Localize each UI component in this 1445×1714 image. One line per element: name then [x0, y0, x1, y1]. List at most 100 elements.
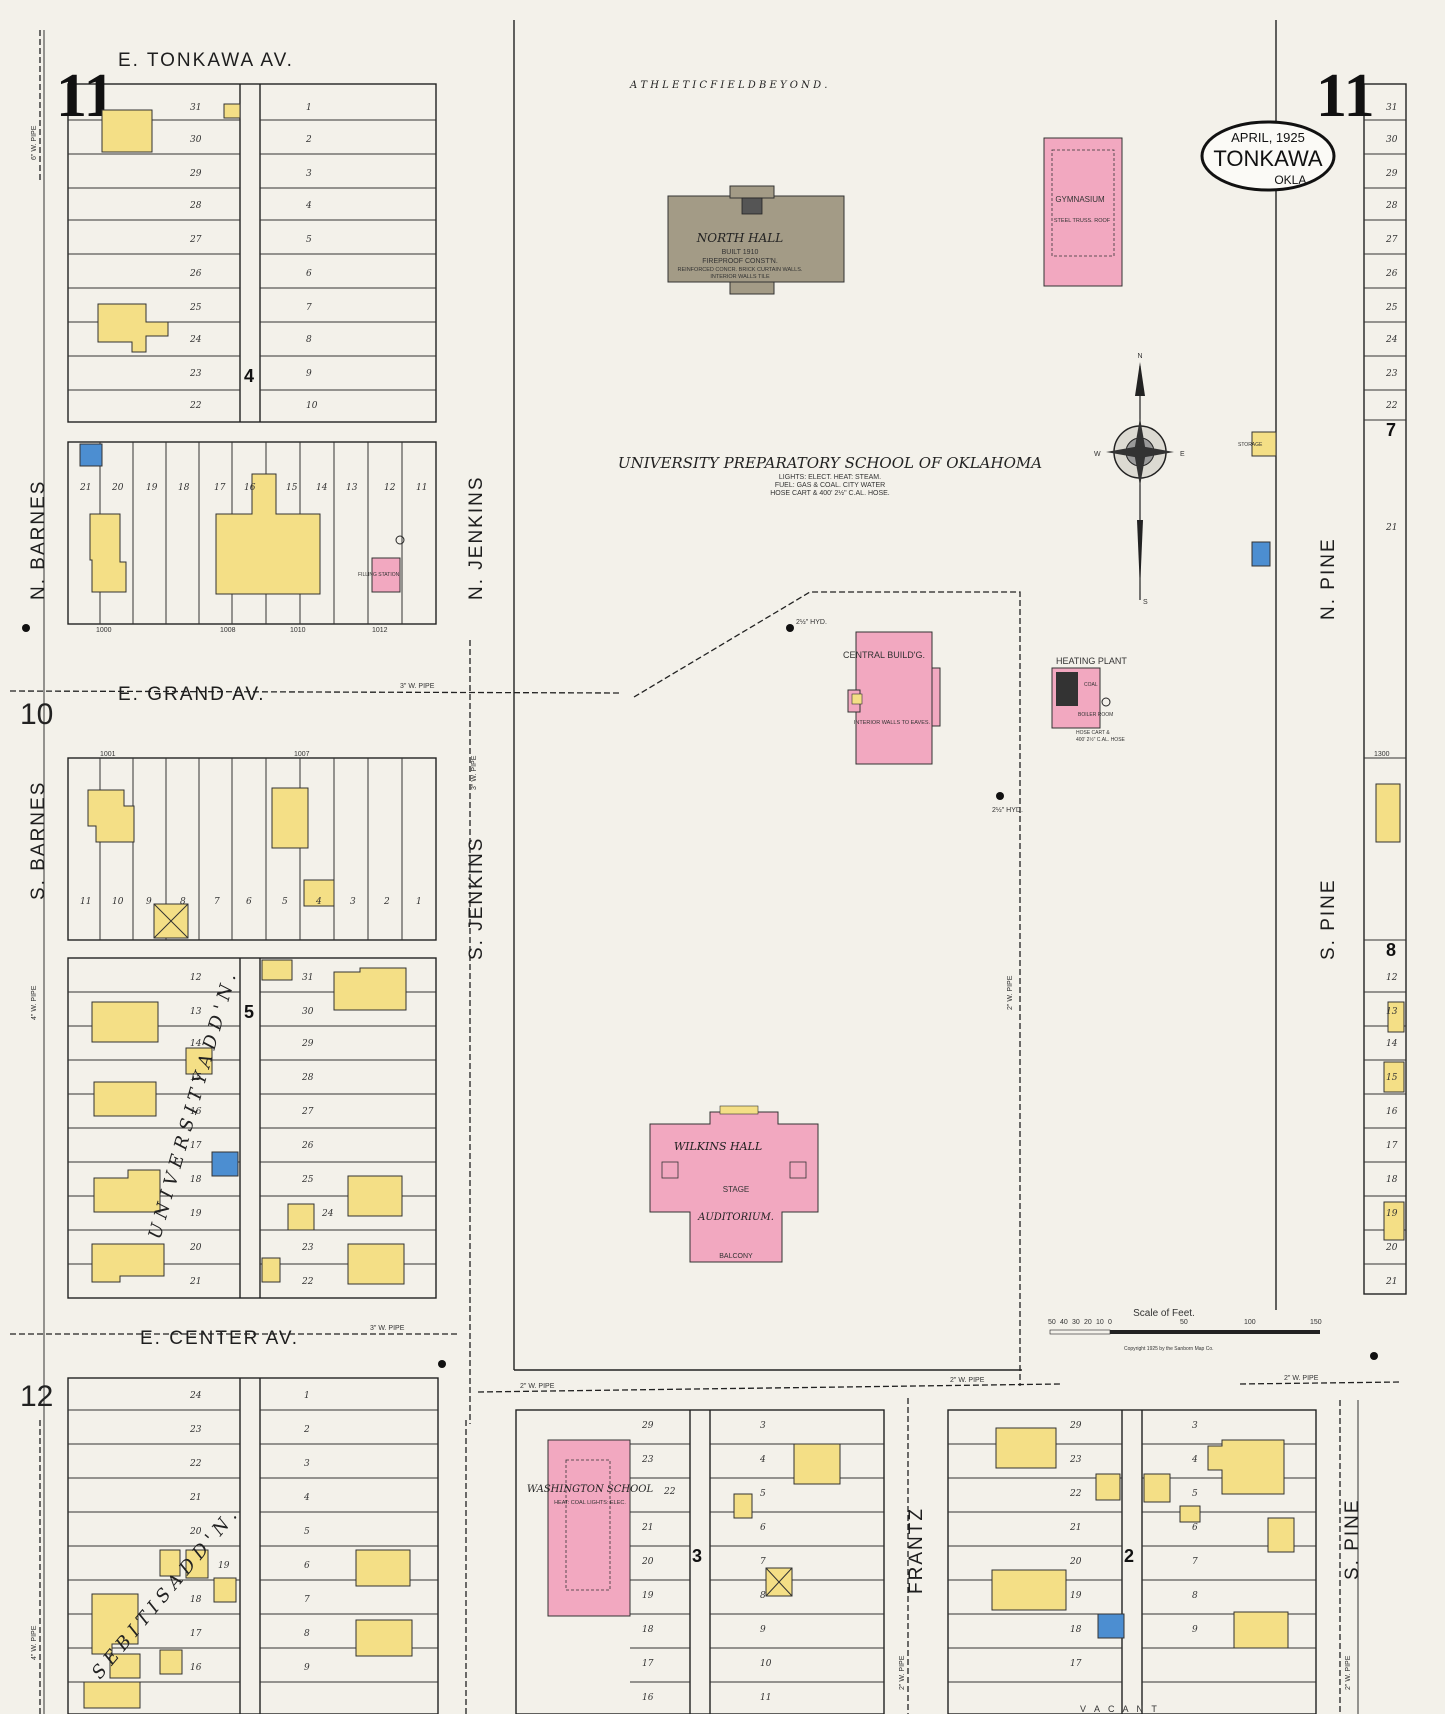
- pine-lot-4: 27: [1385, 235, 1398, 245]
- badge-date: APRIL, 1925: [1231, 130, 1305, 145]
- lot-f-6: 7: [304, 1595, 310, 1605]
- lot-g-0: 29: [641, 1421, 654, 1431]
- compass-w: W: [1094, 451, 1101, 458]
- pine-lot-8: 23: [1385, 369, 1398, 379]
- north-hall: NORTH HALL BUILT 1910 FIREPROOF CONST'N.…: [667, 185, 845, 295]
- street-center: E. CENTER AV.: [140, 1328, 299, 1349]
- hydrant-label-east: 2½" HYD.: [992, 806, 1023, 814]
- lot-row2-4: 7: [214, 897, 220, 907]
- lot-f-7: 8: [304, 1629, 310, 1639]
- scale-bar: Scale of Feet. 50 40 30 20 10 0 50 100 1…: [1048, 1308, 1322, 1352]
- lot-d-3: 28: [301, 1073, 314, 1083]
- compass-e: E: [1180, 451, 1185, 458]
- heating-coal: COAL: [1084, 682, 1098, 688]
- address-1007: 1007: [294, 751, 310, 758]
- lot-row-7: 14: [316, 483, 328, 493]
- lot-a-8: 23: [189, 369, 202, 379]
- lot-h-6: 9: [760, 1625, 766, 1635]
- pipe-label-pine-south: 2" W. PIPE: [1345, 1655, 1352, 1690]
- lot-f-1: 2: [303, 1425, 310, 1435]
- street-addresses: 1000 1008 1010 1012 1001 1007 1300: [96, 627, 1390, 758]
- lot-h-0: 3: [760, 1421, 766, 1431]
- lot-a-5: 26: [189, 269, 202, 279]
- pine-lot-9: 22: [1385, 401, 1398, 411]
- lot-d-1: 30: [302, 1007, 314, 1017]
- lot-c-5: 17: [190, 1141, 202, 1151]
- compass-n: N: [1137, 353, 1142, 360]
- school-notes2: FUEL: GAS & COAL. CITY WATER: [775, 482, 885, 489]
- lot-b-3: 4: [305, 201, 312, 211]
- scale-tick-3: 20: [1084, 1319, 1092, 1326]
- lot-e-5: 19: [218, 1561, 230, 1571]
- heating-note2: 400' 2½" C.AL. HOSE: [1076, 736, 1126, 743]
- lot-i-3: 21: [1069, 1523, 1081, 1533]
- pipe-label-barnes-bot: 4" W. PIPE: [31, 1625, 38, 1660]
- lot-c-7: 19: [190, 1209, 202, 1219]
- lot-e-0: 24: [189, 1391, 202, 1401]
- lot-e-4: 20: [189, 1527, 202, 1537]
- water-pipes: 3" W. PIPE 3" W. PIPE 2" W. PIPE 2" W. P…: [9, 30, 1401, 1714]
- address-1010: 1010: [290, 627, 306, 634]
- pipe-label-jenkins: 3" W. PIPE: [471, 755, 478, 790]
- lot-f-5: 6: [304, 1561, 310, 1571]
- title-badge: APRIL, 1925 TONKAWA OKLA.: [1200, 120, 1336, 192]
- lot-g-5: 19: [642, 1591, 654, 1601]
- lot-j-4: 7: [1192, 1557, 1198, 1567]
- lot-b-0: 1: [306, 103, 312, 113]
- compass-rose: N E W S: [1094, 353, 1185, 606]
- lot-e-1: 23: [189, 1425, 202, 1435]
- street-n-barnes: N. BARNES: [28, 480, 49, 600]
- lot-e-3: 21: [189, 1493, 201, 1503]
- lot-f-2: 3: [304, 1459, 310, 1469]
- lot-f-8: 9: [304, 1663, 310, 1673]
- wilkins-hall: WILKINS HALL STAGE AUDITORIUM. BALCONY: [649, 1105, 819, 1263]
- storage-label: STORAGE: [1238, 442, 1263, 448]
- lot-d-7: 24: [321, 1209, 334, 1219]
- lot-b-5: 6: [306, 269, 312, 279]
- lot-i-0: 29: [1069, 1421, 1082, 1431]
- pine-lot-7: 24: [1385, 335, 1398, 345]
- lot-row2-0: 11: [80, 897, 91, 907]
- school-name: UNIVERSITY PREPARATORY SCHOOL OF OKLAHOM…: [618, 454, 1042, 472]
- lot-row-10: 11: [416, 483, 427, 493]
- lot-row2-6: 5: [282, 897, 288, 907]
- lot-g-7: 17: [642, 1659, 654, 1669]
- lot-c-1: 13: [190, 1007, 202, 1017]
- lot-f-3: 4: [303, 1493, 310, 1503]
- street-n-pine: N. PINE: [1318, 537, 1339, 620]
- heating-name: HEATING PLANT: [1056, 656, 1127, 666]
- lot-d-4: 27: [301, 1107, 314, 1117]
- school-notes1: LIGHTS: ELECT. HEAT: STEAM.: [779, 474, 881, 481]
- lot-a-4: 27: [189, 235, 202, 245]
- lot-row2-5: 6: [246, 897, 252, 907]
- lot-d-2: 29: [301, 1039, 314, 1049]
- lot-row-8: 13: [346, 483, 358, 493]
- lot-j-5: 8: [1192, 1591, 1198, 1601]
- scale-tick-5: 0: [1108, 1319, 1112, 1326]
- lot-row-1: 20: [111, 483, 124, 493]
- street-labels: E. TONKAWA AV. E. GRAND AV. E. CENTER AV…: [28, 50, 1363, 1594]
- lot-h-3: 6: [760, 1523, 766, 1533]
- pine-lot-b4: 16: [1386, 1107, 1398, 1117]
- lot-a-7: 24: [189, 335, 202, 345]
- lot-e-2: 22: [189, 1459, 202, 1469]
- lot-i-5: 19: [1070, 1591, 1082, 1601]
- street-grand: E. GRAND AV.: [118, 684, 266, 705]
- pine-lot-6: 25: [1385, 303, 1398, 313]
- pipe-label-campus-east: 2" W. PIPE: [1007, 975, 1014, 1010]
- lot-j-6: 9: [1192, 1625, 1198, 1635]
- lot-row-3: 18: [178, 483, 190, 493]
- lot-a-9: 22: [189, 401, 202, 411]
- lot-row2-9: 2: [383, 897, 390, 907]
- lot-i-2: 22: [1069, 1489, 1082, 1499]
- lot-c-4: 16: [190, 1107, 202, 1117]
- school-label: UNIVERSITY PREPARATORY SCHOOL OF OKLAHOM…: [618, 454, 1042, 497]
- lot-g-8: 16: [642, 1693, 654, 1703]
- lot-row-6: 15: [286, 483, 298, 493]
- pine-lot-0: 31: [1386, 103, 1397, 113]
- gymnasium-name: GYMNASIUM: [1055, 195, 1105, 204]
- sheet-ref-left-mid: 10: [20, 698, 53, 731]
- lot-e-7: 17: [190, 1629, 202, 1639]
